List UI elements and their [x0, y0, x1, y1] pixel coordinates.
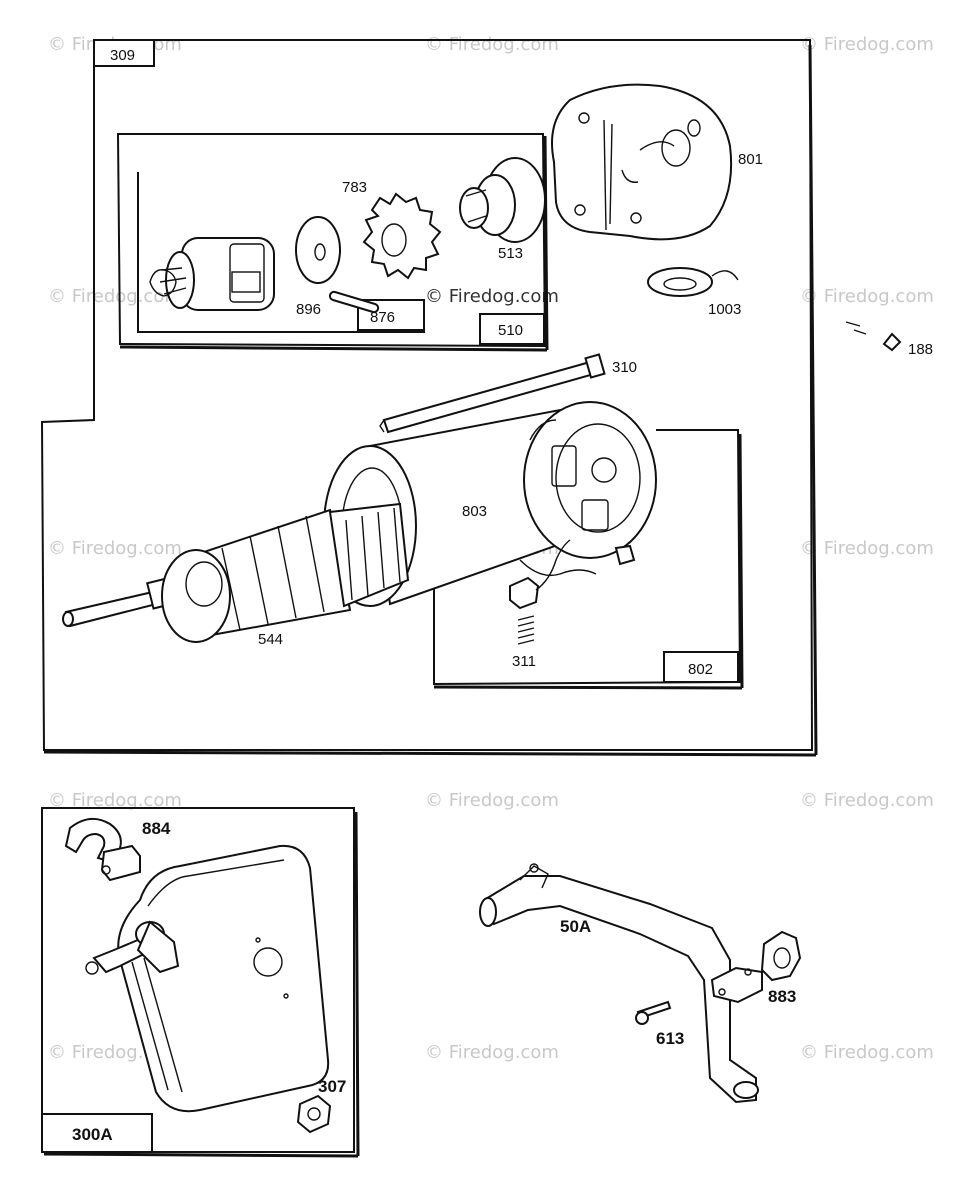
group-id-300A: 300A — [72, 1125, 113, 1144]
callout-50A: 50A — [560, 917, 591, 936]
watermark: © Firedog.com — [800, 1042, 934, 1063]
muffler-drawing — [85, 844, 330, 1113]
exhaust-pipe-drawing — [479, 863, 763, 1104]
end-cap-drawing — [519, 401, 657, 577]
armature-drawing — [62, 502, 410, 643]
motor-group-frame: 802 — [433, 429, 744, 690]
callout-188: 188 — [908, 341, 933, 358]
callout-613: 613 — [656, 1029, 684, 1048]
muffler-group-frame: 300A — [41, 807, 360, 1158]
group-id-box — [41, 1113, 153, 1153]
group-id-802: 802 — [688, 661, 713, 678]
watermark: © Firedog.com — [48, 790, 182, 811]
cap-drawing — [551, 83, 733, 241]
muffler-screw-drawing — [296, 1094, 332, 1134]
watermark: © Firedog.com — [800, 286, 934, 307]
watermark: © Firedog.com — [48, 538, 182, 559]
group-id-309: 309 — [110, 47, 135, 64]
callout-310: 310 — [612, 359, 637, 376]
watermark: © Firedog.com — [425, 1042, 559, 1063]
gear-nut-drawing — [459, 157, 546, 243]
drive-group-frame: 510 876 — [116, 133, 549, 352]
pinion-gear-drawing — [362, 192, 442, 280]
drive-clutch-drawing — [149, 237, 275, 311]
washer-drawing — [295, 216, 341, 284]
callout-544: 544 — [258, 631, 283, 648]
watermark: © Firedog.com — [800, 538, 934, 559]
seal-drawing — [647, 267, 739, 297]
callout-801: 801 — [738, 151, 763, 168]
callout-884: 884 — [142, 819, 171, 838]
watermark: © Firedog.com — [800, 790, 934, 811]
callout-803: 803 — [462, 503, 487, 520]
exhaust-gasket-drawing — [760, 930, 802, 982]
clamp-drawing — [64, 817, 141, 882]
kit-id-876: 876 — [370, 309, 395, 326]
clip-drawing — [845, 321, 902, 352]
callout-311: 311 — [512, 653, 536, 670]
roll-pin-drawing — [328, 290, 380, 314]
watermark: © Firedog.com — [425, 790, 559, 811]
callout-783: 783 — [342, 179, 367, 196]
kit-id-box — [357, 299, 425, 331]
brush-spring-drawing — [509, 539, 571, 645]
group-id-box — [479, 313, 545, 345]
starter-group-frame: 309 — [40, 39, 818, 757]
group-id-box — [663, 651, 739, 683]
watermark: © Firedog.com — [48, 286, 182, 307]
callout-883: 883 — [768, 987, 796, 1006]
callout-513: 513 — [498, 245, 523, 262]
watermark: © Firedog.com — [425, 286, 559, 307]
group-id-box — [93, 39, 155, 67]
watermark: © Firedog.com — [425, 34, 559, 55]
group-id-510: 510 — [498, 322, 523, 339]
callout-896: 896 — [296, 301, 321, 318]
thru-bolt-drawing — [379, 353, 606, 434]
callout-1003: 1003 — [708, 301, 741, 318]
callout-307: 307 — [318, 1077, 346, 1096]
exhaust-screw-drawing — [635, 1000, 672, 1025]
watermark: © Firedog.com — [800, 34, 934, 55]
